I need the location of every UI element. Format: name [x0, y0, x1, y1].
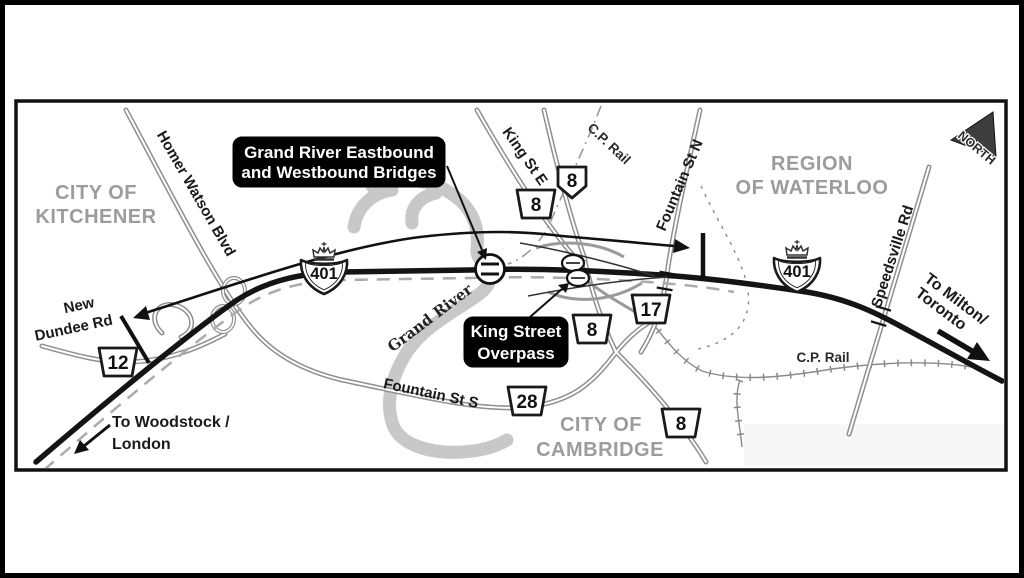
svg-text:8: 8 — [531, 195, 542, 216]
region-label-kitchener: CITY OF KITCHENER — [35, 182, 156, 228]
municipal-boundary-line — [697, 185, 750, 350]
svg-text:King Street: King Street — [471, 322, 562, 341]
king-interchange-collector — [527, 276, 669, 297]
svg-text:London: London — [112, 436, 171, 453]
svg-text:New: New — [62, 294, 96, 317]
svg-text:and Westbound Bridges: and Westbound Bridges — [241, 163, 436, 182]
shield-regional-8-king-st: 8 — [515, 188, 557, 220]
svg-text:To Woodstock /: To Woodstock / — [112, 414, 230, 431]
bridges-callout-arrow — [446, 165, 487, 260]
king-street-overpass-symbol — [560, 253, 591, 288]
svg-text:CAMBRIDGE: CAMBRIDGE — [536, 439, 664, 461]
woodstock-direction-arrow — [74, 423, 111, 454]
speedsville-overpass-hash — [870, 304, 892, 328]
north-arrow-triangle — [949, 111, 997, 158]
region-label-waterloo: REGION OF WATERLOO — [736, 153, 889, 199]
svg-text:28: 28 — [516, 392, 537, 413]
svg-text:401: 401 — [310, 265, 338, 283]
faint-watermark-area — [744, 424, 1004, 466]
svg-text:8: 8 — [676, 414, 687, 435]
svg-text:8: 8 — [587, 320, 598, 341]
svg-text:8: 8 — [567, 171, 578, 192]
svg-text:CITY OF: CITY OF — [55, 182, 137, 204]
king-interchange-ramp — [535, 241, 625, 259]
direction-label-woodstock-london: To Woodstock / London — [112, 414, 230, 453]
shield-401-west: 401 — [299, 240, 349, 296]
shield-regional-12: 12 — [97, 346, 139, 378]
grand-river-bridges-symbol — [474, 253, 506, 285]
fountain-overpass-hash — [656, 270, 676, 292]
shield-highway-8: 8 — [556, 165, 588, 200]
region-label-cambridge: CITY OF CAMBRIDGE — [536, 414, 664, 461]
callout-grand-river-bridges: Grand River Eastbound and Westbound Brid… — [232, 136, 446, 188]
shield-regional-8-south: 8 — [660, 407, 702, 439]
shield-401-east: 401 — [772, 238, 822, 294]
shield-regional-8-mid: 8 — [571, 313, 613, 345]
king-interchange-ramp — [547, 281, 643, 301]
svg-text:OF WATERLOO: OF WATERLOO — [736, 177, 889, 199]
svg-text:401: 401 — [783, 263, 811, 281]
project-limit-arrow — [119, 230, 706, 365]
svg-text:Overpass: Overpass — [477, 344, 555, 363]
svg-text:CITY OF: CITY OF — [560, 414, 642, 436]
cp-rail-line-north — [507, 105, 602, 265]
cp-rail-line-south — [647, 317, 973, 448]
milton-direction-arrow — [936, 328, 990, 361]
rail-label-south: C.P. Rail — [796, 350, 849, 365]
king-interchange-collector — [519, 242, 656, 277]
shield-regional-17: 17 — [630, 293, 672, 325]
callout-king-street-overpass: King Street Overpass — [463, 316, 569, 368]
svg-text:REGION: REGION — [771, 153, 853, 175]
overpass-callout-arrow — [529, 283, 569, 318]
svg-text:Grand River Eastbound: Grand River Eastbound — [244, 143, 434, 162]
shield-regional-28: 28 — [506, 385, 548, 417]
svg-text:17: 17 — [640, 300, 661, 321]
project-limit-tick-west — [119, 314, 151, 365]
svg-text:12: 12 — [107, 353, 128, 374]
svg-text:KITCHENER: KITCHENER — [35, 206, 156, 228]
highway-401-line — [33, 266, 1004, 465]
